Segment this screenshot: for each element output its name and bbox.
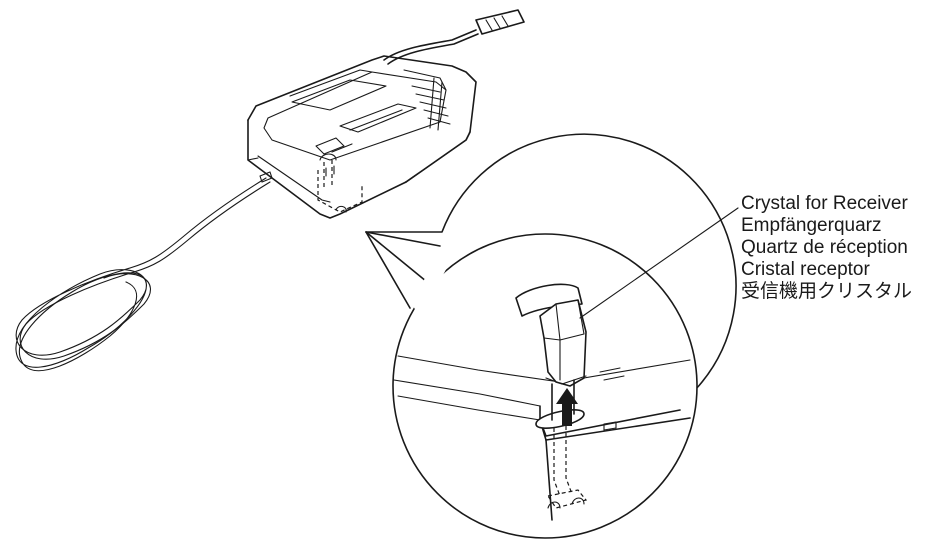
antenna-wire	[15, 177, 271, 372]
up-arrow-icon	[556, 388, 578, 426]
crystal-label-block: Crystal for Receiver Empfängerquarz Quar…	[741, 193, 912, 303]
receiver-unit	[247, 55, 477, 219]
label-spanish: Cristal receptor	[741, 259, 870, 280]
callout-leader-line	[579, 207, 739, 319]
label-german: Empfängerquarz	[741, 215, 882, 236]
label-japanese: 受信機用クリスタル	[741, 281, 913, 302]
label-french: Quartz de réception	[741, 237, 908, 258]
crystal-component	[515, 283, 587, 421]
receiver-corner-detail	[393, 355, 691, 521]
magnified-detail	[365, 133, 737, 539]
receiver-top-lead	[383, 9, 525, 65]
label-english: Crystal for Receiver	[741, 193, 908, 214]
